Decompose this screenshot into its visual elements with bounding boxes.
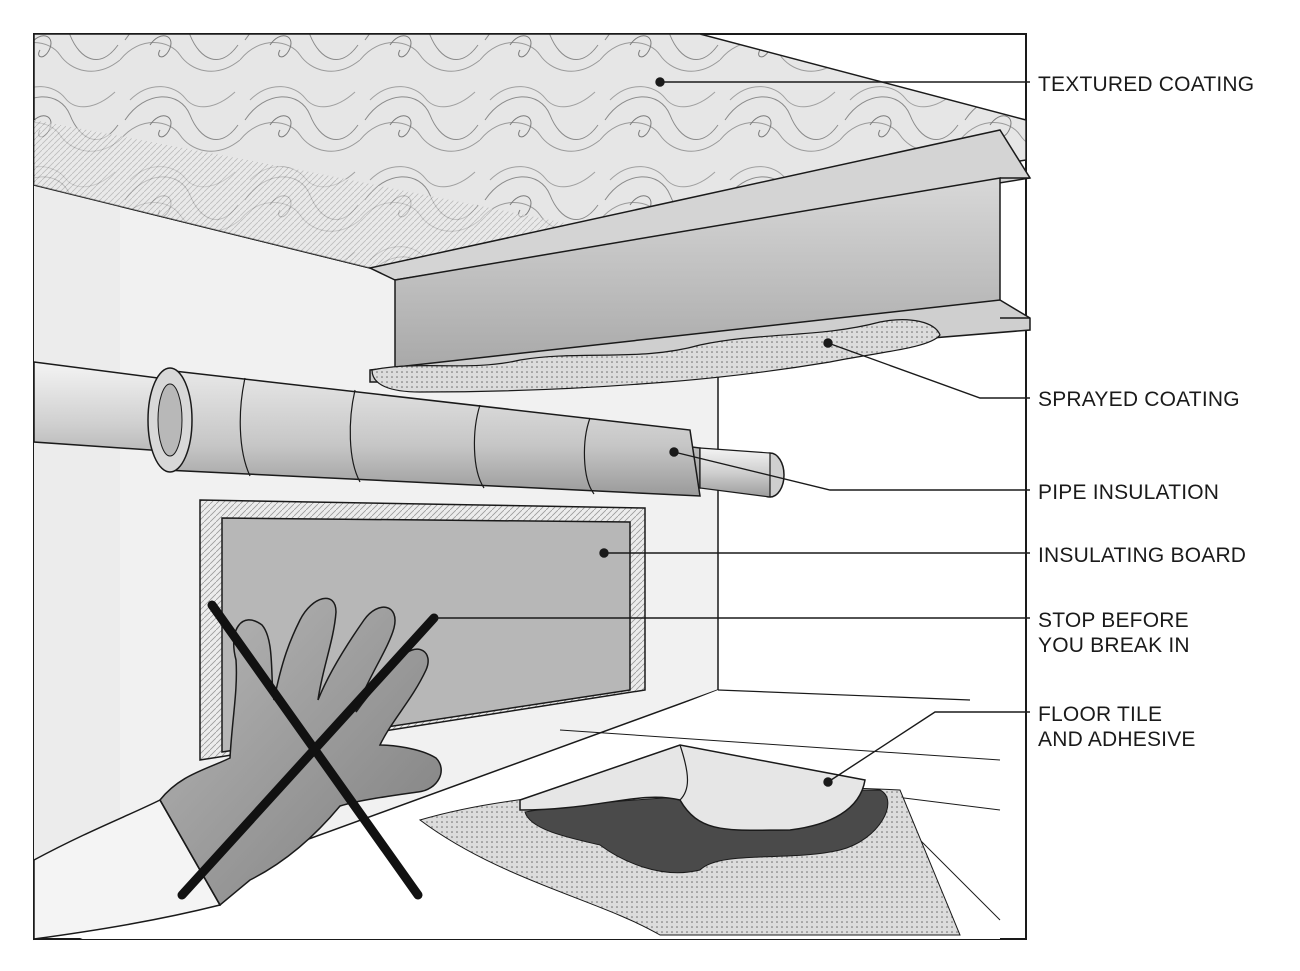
label-floor-tile-line2: AND ADHESIVE bbox=[1038, 728, 1196, 751]
svg-text:YOU BREAK IN: YOU BREAK IN bbox=[1038, 634, 1190, 657]
gloved-hand bbox=[33, 597, 442, 940]
svg-text:AND ADHESIVE: AND ADHESIVE bbox=[1038, 728, 1196, 751]
label-floor-tile-line1: FLOOR TILE bbox=[1038, 703, 1162, 726]
leader-floor-tile bbox=[827, 711, 1030, 783]
svg-text:INSULATING BOARD: INSULATING BOARD bbox=[1038, 544, 1246, 567]
svg-text:SPRAYED COATING: SPRAYED COATING bbox=[1038, 388, 1240, 411]
leader-pipe-insulation bbox=[673, 451, 1030, 491]
label-insulating-board: INSULATING BOARD bbox=[1038, 544, 1246, 567]
label-pipe-insulation: PIPE INSULATION bbox=[1038, 481, 1219, 504]
label-sprayed-coating: SPRAYED COATING bbox=[1038, 388, 1240, 411]
label-textured-coating: TEXTURED COATING bbox=[1038, 73, 1254, 96]
leader-lines bbox=[436, 77, 1030, 787]
sprayed-coating-patch bbox=[371, 319, 941, 393]
label-stop-before-line1: STOP BEFORE bbox=[1038, 609, 1189, 632]
label-stop-before-line2: YOU BREAK IN bbox=[1038, 634, 1190, 657]
leader-sprayed-coating bbox=[827, 342, 1030, 399]
stop-x-mark bbox=[177, 600, 439, 900]
side-wall bbox=[34, 34, 120, 939]
svg-text:FLOOR TILE: FLOOR TILE bbox=[1038, 703, 1162, 726]
svg-text:PIPE INSULATION: PIPE INSULATION bbox=[1038, 481, 1219, 504]
svg-text:STOP BEFORE: STOP BEFORE bbox=[1038, 609, 1189, 632]
lifted-floor-tile bbox=[519, 744, 866, 831]
svg-text:TEXTURED COATING: TEXTURED COATING bbox=[1038, 73, 1254, 96]
callout-labels: TEXTURED COATING SPRAYED COATING PIPE IN… bbox=[1038, 73, 1254, 751]
steel-beam bbox=[367, 129, 1032, 383]
ceiling-grid-shading bbox=[34, 120, 600, 268]
